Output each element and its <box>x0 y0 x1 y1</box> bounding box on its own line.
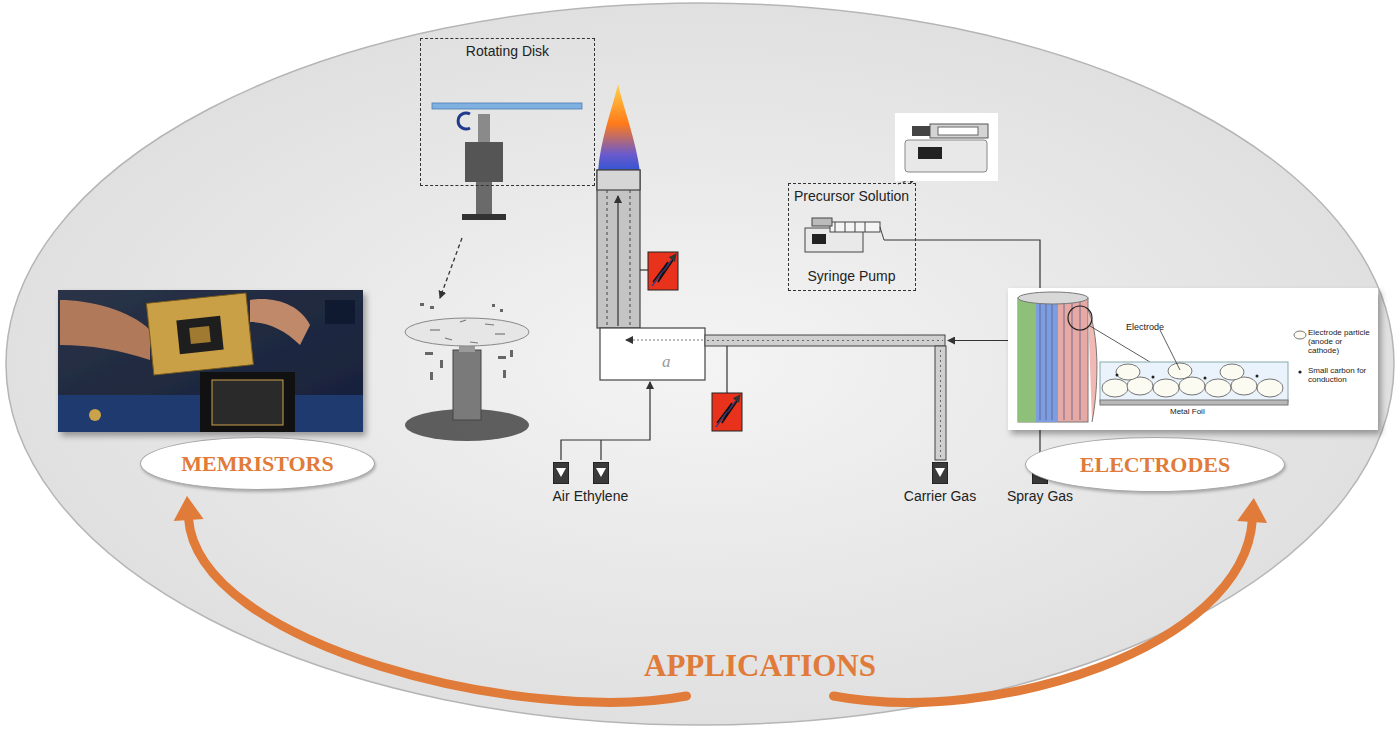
curved-arrow <box>174 496 687 702</box>
dashed-frame: Rotating Disk <box>420 38 595 186</box>
node-label: Carrier Gas <box>903 488 977 504</box>
application-ellipse: MEMRISTORS <box>140 437 375 490</box>
application-ellipse: ELECTRODES <box>1025 437 1285 492</box>
callout-letter: a <box>662 352 692 372</box>
node-label: APPLICATIONS <box>613 648 907 684</box>
part-label: Metal Foil <box>1170 407 1230 416</box>
flow-meter-symbol <box>932 462 948 484</box>
flow-meter: Carrier Gas <box>903 462 977 504</box>
node-label: Ethylene <box>564 488 638 504</box>
flow-meter-symbol <box>593 462 609 484</box>
node-label: ELECTRODES <box>1080 452 1230 478</box>
flow-meter-symbol <box>553 462 569 484</box>
node-label: Syringe Pump <box>789 268 915 284</box>
node-label: MEMRISTORS <box>181 451 333 477</box>
applications-heading: APPLICATIONS <box>613 648 907 692</box>
legend-note: Small carbon for conduction <box>1308 366 1374 384</box>
node-label: Spray Gas <box>1003 488 1077 504</box>
curved-arrow <box>834 498 1268 702</box>
node-label: Rotating Disk <box>421 43 594 59</box>
legend-note: Electrode particle (anode or cathode) <box>1308 328 1374 356</box>
node-label: Precursor Solution <box>789 188 915 204</box>
part-label: Electrode <box>1126 322 1196 332</box>
flow-meter: Ethylene <box>564 462 638 504</box>
dashed-frame: Precursor SolutionSyringe Pump <box>788 183 916 291</box>
